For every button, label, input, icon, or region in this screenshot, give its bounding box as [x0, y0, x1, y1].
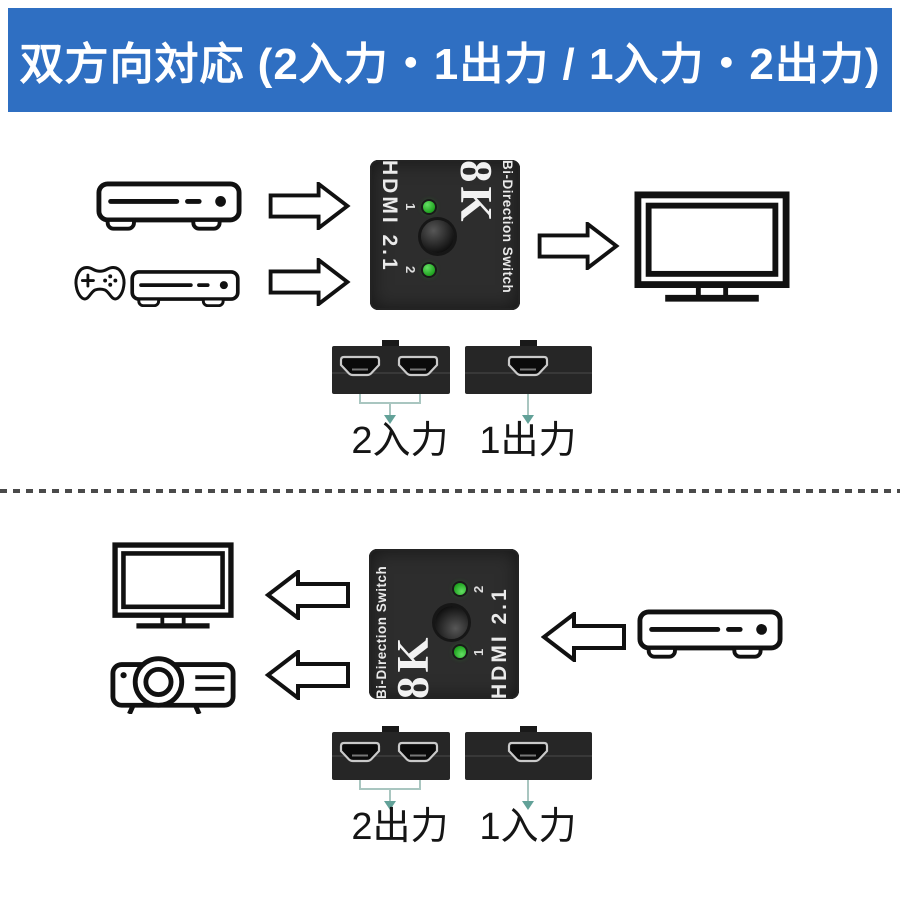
dashed-divider — [0, 489, 900, 493]
media-player-icon — [637, 608, 783, 659]
single-callout-arrow-icon — [465, 394, 592, 424]
output-count-label: 2出力 — [351, 806, 449, 848]
led-1-number: 1 — [471, 648, 486, 656]
select-button — [421, 220, 454, 253]
dual-callout-arrow-icon — [332, 780, 450, 810]
green-led-icon — [423, 201, 435, 213]
projector-icon — [110, 650, 236, 714]
led-1-number: 1 — [403, 203, 418, 211]
resolution-label: 8K — [451, 160, 501, 226]
green-led-icon — [454, 583, 466, 595]
media-player-icon — [96, 180, 242, 231]
single-port-closeup — [465, 726, 592, 780]
arrow-left-icon — [264, 570, 352, 620]
hdmi-2-1-label: HDMI 2.1 — [378, 160, 401, 273]
led-indicator-2: 2 — [403, 264, 435, 276]
led-2-number: 2 — [403, 266, 418, 274]
arrow-right-icon — [267, 258, 351, 306]
led-indicator-1: 1 — [403, 201, 435, 213]
dual-port-closeup — [332, 340, 450, 394]
hdmi-port-icon — [339, 741, 381, 763]
hdmi-port-icon — [507, 741, 549, 763]
dual-callout-arrow-icon — [332, 394, 450, 424]
single-port-closeup — [465, 340, 592, 394]
green-led-icon — [454, 646, 466, 658]
device-name-label: Bi-Direction Switch — [374, 565, 389, 699]
led-indicator-2: 2 — [454, 583, 486, 595]
green-led-icon — [423, 264, 435, 276]
dual-port-closeup — [332, 726, 450, 780]
device-name-label: Bi-Direction Switch — [500, 160, 515, 294]
hdmi-switch-device-rotated: HDMI 2.1 1 2 8K Bi-Direction Switch — [369, 549, 519, 699]
input-count-label: 1入力 — [479, 806, 577, 848]
single-callout-arrow-icon — [465, 780, 592, 810]
arrow-left-icon — [541, 612, 627, 662]
tv-icon — [112, 542, 234, 630]
header-banner: 双方向対応 (2入力・1出力 / 1入力・2出力) — [8, 8, 892, 112]
led-2-number: 2 — [471, 585, 486, 593]
hdmi-switch-device: HDMI 2.1 1 2 8K Bi-Direction Switch — [370, 160, 520, 310]
media-player-small-icon — [130, 269, 240, 308]
hdmi-2-1-label: HDMI 2.1 — [488, 586, 511, 699]
resolution-label: 8K — [388, 633, 438, 699]
hdmi-port-icon — [507, 355, 549, 377]
header-title: 双方向対応 (2入力・1出力 / 1入力・2出力) — [19, 40, 881, 89]
select-button — [435, 606, 468, 639]
hdmi-port-icon — [397, 355, 439, 377]
tv-icon — [634, 191, 790, 304]
arrow-right-icon — [267, 182, 351, 230]
led-indicator-1: 1 — [454, 646, 486, 658]
input-count-label: 2入力 — [351, 420, 449, 462]
output-count-label: 1出力 — [479, 420, 577, 462]
arrow-right-icon — [536, 222, 620, 270]
hdmi-port-icon — [397, 741, 439, 763]
arrow-left-icon — [264, 650, 352, 700]
game-controller-icon — [73, 261, 127, 304]
hdmi-port-icon — [339, 355, 381, 377]
